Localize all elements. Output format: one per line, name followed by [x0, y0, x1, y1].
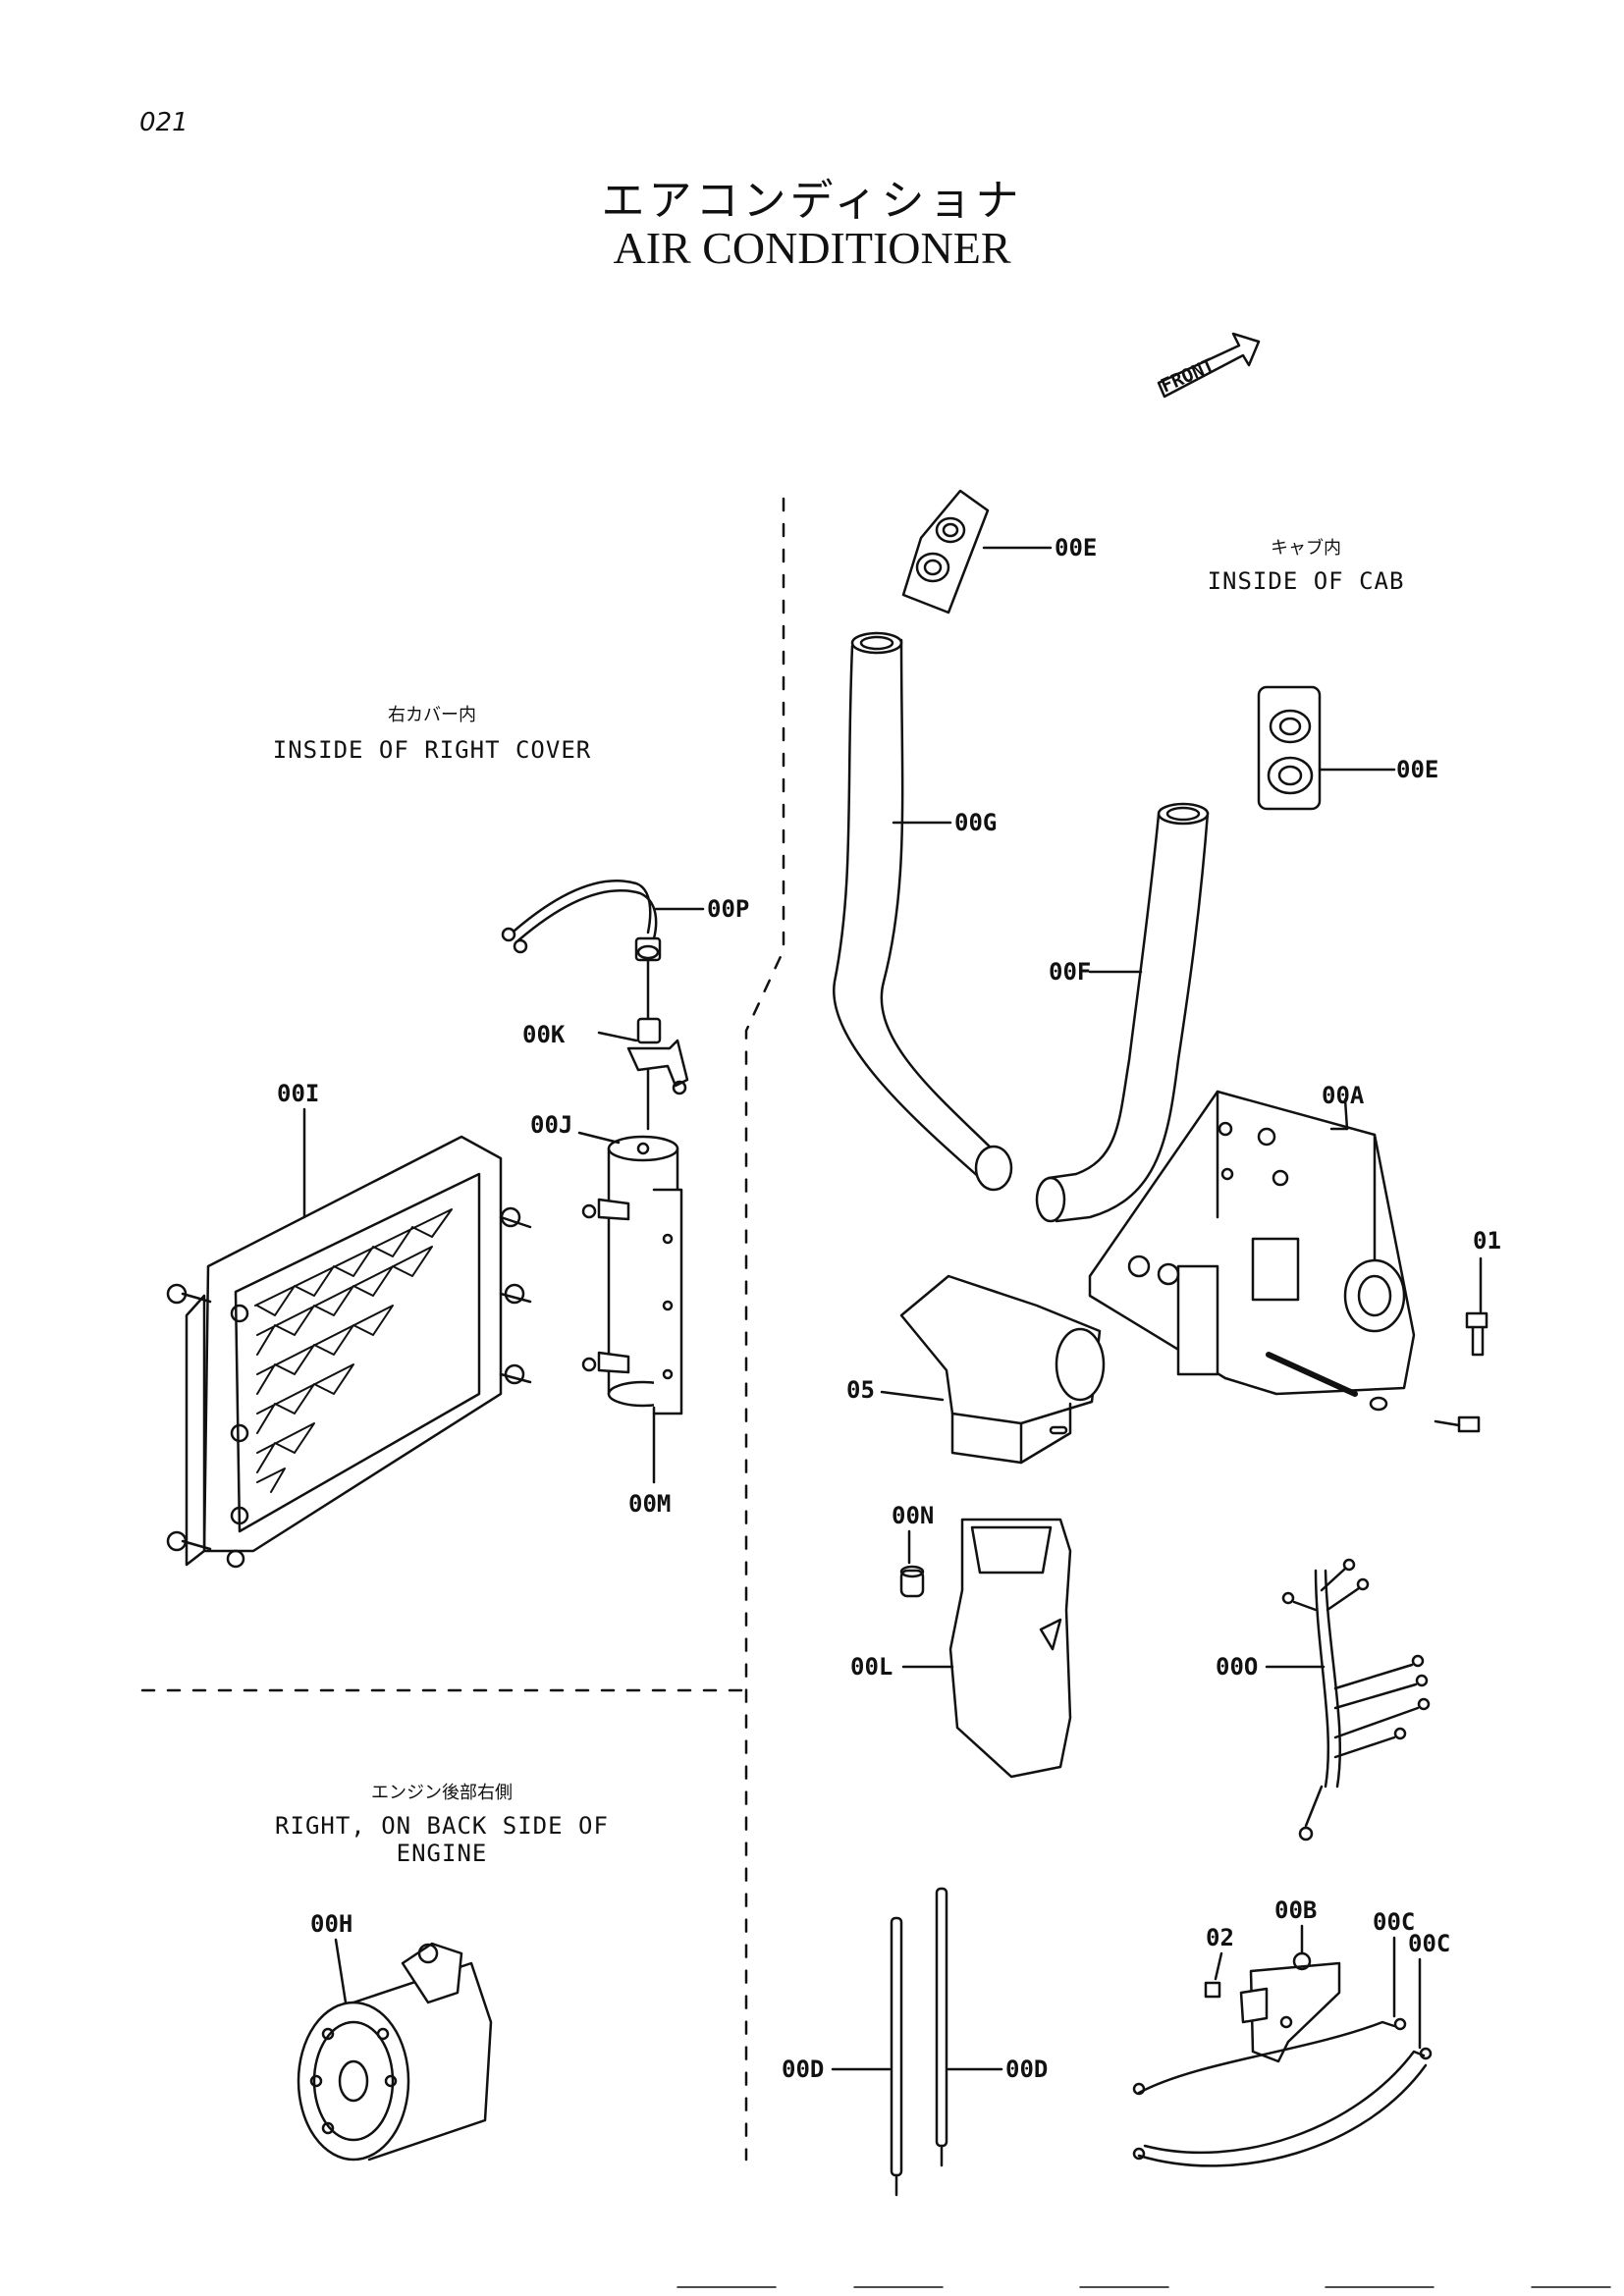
label-01: 01: [1473, 1227, 1501, 1255]
label-d-right: 00D: [1005, 2056, 1048, 2083]
screw-02: [1204, 1951, 1223, 1999]
label-m: 00M: [628, 1490, 671, 1518]
section-right-cover-en: INSIDE OF RIGHT COVER: [272, 736, 592, 764]
receiver-dryer: [577, 1131, 683, 1484]
section-cab-jp: キャブ内: [1271, 538, 1341, 559]
bolt-lower: [1434, 1415, 1481, 1433]
label-02: 02: [1206, 1924, 1234, 1951]
label-k: 00K: [522, 1021, 566, 1048]
label-o: 00O: [1216, 1653, 1258, 1681]
temperature-rods: [831, 1887, 1003, 2197]
section-engine-en: RIGHT, ON BACK SIDE OF ENGINE: [275, 1812, 609, 1867]
label-a: 00A: [1322, 1082, 1365, 1109]
label-05: 05: [846, 1376, 875, 1404]
section-right-cover-jp: 右カバー内: [388, 705, 476, 725]
page-title: AIR CONDITIONER: [613, 223, 1011, 273]
duct-hose-long: [833, 631, 1013, 1192]
label-e-upper: 00E: [1055, 534, 1097, 561]
label-c-1: 00C: [1373, 1908, 1415, 1936]
air-conditioner-unit: [1088, 1090, 1416, 1412]
section-cab-en: INSIDE OF CAB: [1207, 567, 1405, 595]
bracket: [1239, 1924, 1341, 2063]
pressure-switch: [597, 958, 689, 1131]
front-arrow-icon: FRONT: [1157, 332, 1261, 399]
rubber-stopper: [899, 1529, 925, 1598]
label-b: 00B: [1274, 1896, 1317, 1924]
grommet-plate-right: [1257, 685, 1396, 811]
label-e-right: 00E: [1396, 756, 1438, 783]
grommet-plate-upper: [901, 489, 1053, 614]
section-engine-jp: エンジン後部右側: [371, 1783, 513, 1803]
pressure-switch-wire: [501, 880, 705, 962]
label-i: 00I: [277, 1080, 319, 1107]
page-title-japanese: エアコンディショナ: [601, 176, 1023, 226]
wire-harness: [1265, 1558, 1431, 1842]
label-c-2: 00C: [1408, 1930, 1450, 1957]
label-l: 00L: [850, 1653, 893, 1681]
vertical-duct: [901, 1518, 1072, 1779]
label-h: 00H: [310, 1910, 352, 1938]
front-label: FRONT: [1158, 354, 1218, 397]
label-g: 00G: [954, 809, 997, 836]
region-separators: [140, 497, 785, 2162]
label-j: 00J: [530, 1111, 572, 1139]
compressor: [297, 1938, 493, 2162]
label-n: 00N: [892, 1502, 934, 1529]
label-p: 00P: [707, 895, 749, 923]
part-labels: 00E 00E 00G 00F 00A 01 05 00N 00L 00O 00…: [277, 534, 1501, 2083]
condenser: [166, 1107, 532, 1569]
label-d-left: 00D: [782, 2056, 824, 2083]
cables: [1132, 1936, 1433, 2167]
duct-elbow-05: [880, 1274, 1106, 1465]
bolt-01: [1465, 1256, 1489, 1357]
label-f: 00F: [1049, 958, 1091, 986]
duct-hose-short: [1035, 802, 1210, 1223]
page-number: 021: [139, 108, 189, 137]
